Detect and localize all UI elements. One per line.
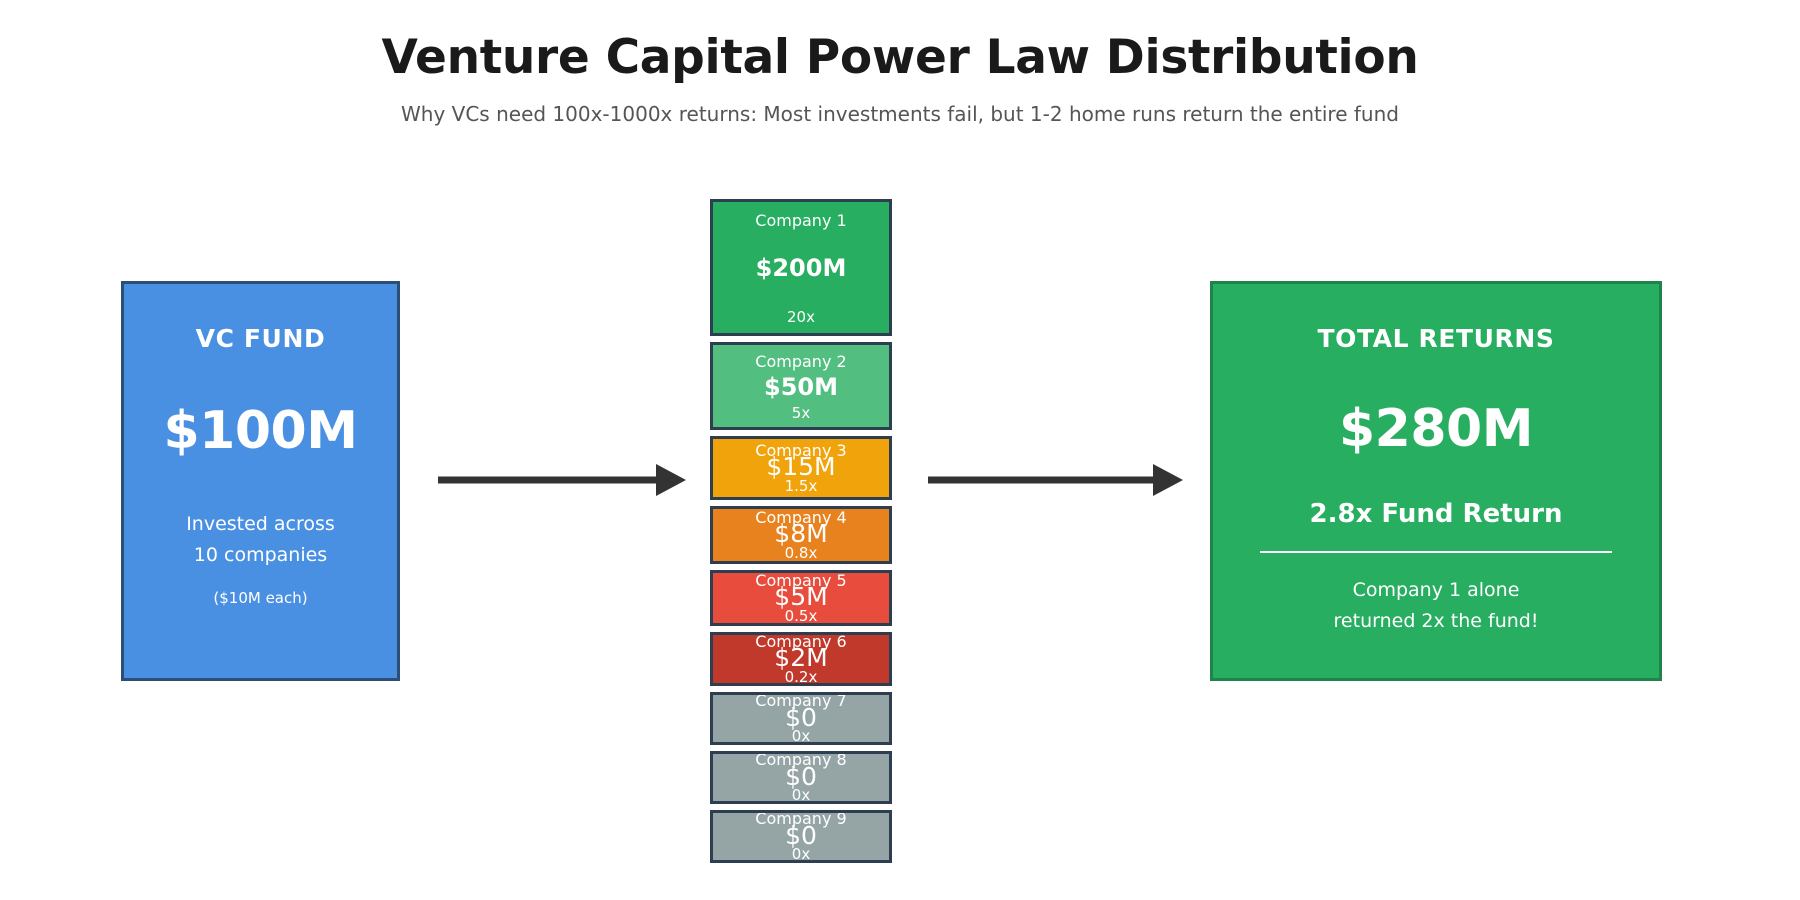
company-bar-multiple: 0.5x — [784, 606, 818, 625]
company-bar-name: Company 9 — [755, 810, 847, 829]
company-bar-name: Company 5 — [755, 570, 847, 590]
company-bar-inner: Company 1 $200M 20x — [713, 202, 889, 333]
total-returns-label: TOTAL RETURNS — [1317, 324, 1555, 353]
company-bar-multiple: 20x — [787, 307, 815, 326]
company-bar-name: Company 1 — [755, 211, 847, 230]
header: Venture Capital Power Law Distribution W… — [0, 0, 1800, 126]
vc-fund-amount: $100M — [163, 401, 358, 461]
company-bar[interactable]: Company 2$50M 5x — [710, 342, 892, 430]
company-bar-name: Company 2 — [755, 352, 847, 371]
company-bar-multiple: 0.2x — [784, 667, 818, 686]
company-bar-name: Company 6 — [755, 632, 847, 651]
company-bar-multiple: 0.8x — [784, 543, 818, 562]
arrow-companies-to-returns-icon — [928, 460, 1183, 500]
arrow-fund-to-companies-icon — [438, 460, 686, 500]
vc-fund-subnote: ($10M each) — [213, 588, 308, 607]
company-bar-value: $8M — [774, 519, 828, 549]
company-bar-multiple: 1.5x — [784, 476, 818, 495]
company-bar-value: $0 — [785, 820, 817, 850]
total-returns-box[interactable]: TOTAL RETURNS $280M 2.8x Fund Return Com… — [1210, 281, 1662, 681]
company-bar-value: $0 — [785, 761, 817, 791]
vc-fund-note: Invested across 10 companies — [186, 509, 335, 571]
company-bar[interactable]: Company 1 $200M 20x — [710, 199, 892, 336]
page-subtitle: Why VCs need 100x-1000x returns: Most in… — [401, 101, 1399, 126]
company-bar-name: Company 3 — [755, 440, 847, 460]
total-returns-note: Company 1 alone returned 2x the fund! — [1334, 575, 1539, 637]
company-bar-value: $50M — [764, 372, 838, 401]
company-bar-multiple: 0x — [791, 786, 811, 804]
company-bar-value: $5M — [774, 582, 828, 612]
company-bar-multiple: 0x — [791, 727, 811, 745]
total-returns-multiple: 2.8x Fund Return — [1309, 499, 1563, 529]
total-returns-note-line-2: returned 2x the fund! — [1333, 609, 1539, 632]
page-title: Venture Capital Power Law Distribution — [381, 30, 1419, 85]
company-bar-name: Company 7 — [755, 692, 847, 711]
company-bar-value: $0 — [785, 702, 817, 732]
company-bar-multiple: 5x — [791, 403, 811, 422]
company-bar-multiple: 0x — [791, 845, 811, 863]
vc-fund-box[interactable]: VC FUND $100M Invested across 10 compani… — [121, 281, 400, 681]
vc-fund-note-line-1: Invested across — [186, 513, 335, 535]
total-returns-amount: $280M — [1339, 399, 1533, 459]
company-bar-name: Company 8 — [755, 751, 847, 770]
vc-fund-note-line-2: 10 companies — [193, 543, 328, 566]
company-bar-value: $2M — [774, 643, 828, 673]
company-bar-value: $200M — [755, 254, 847, 283]
vc-fund-label: VC FUND — [195, 324, 326, 353]
total-returns-note-line-1: Company 1 alone — [1352, 579, 1520, 601]
company-bar-inner: Company 2$50M 5x — [713, 345, 889, 427]
company-bar-value: $15M — [766, 452, 836, 482]
divider — [1260, 551, 1612, 553]
company-bar-name: Company 4 — [755, 507, 847, 527]
